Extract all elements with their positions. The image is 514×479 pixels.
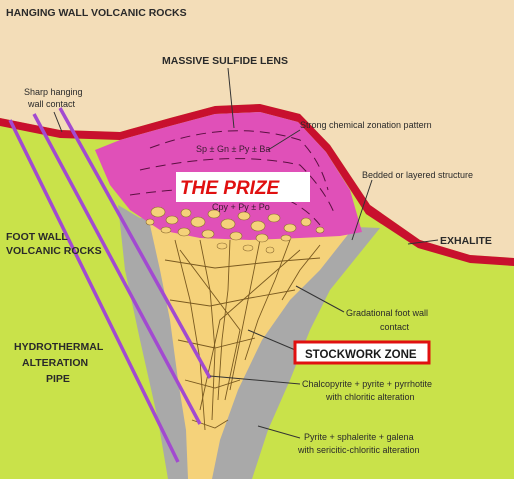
pyrite-label-1: Pyrite + sphalerite + galena bbox=[304, 432, 414, 442]
formula-upper: Sp ± Gn ± Py ± Ba bbox=[196, 144, 270, 154]
prize-box bbox=[176, 172, 310, 202]
exhalite-label: EXHALITE bbox=[440, 235, 492, 247]
alteration-label-2: ALTERATION bbox=[22, 357, 88, 369]
chalcopyrite-label-1: Chalcopyrite + pyrite + pyrrhotite bbox=[302, 379, 432, 389]
stockwork-label: STOCKWORK ZONE bbox=[305, 349, 417, 361]
rubble-clasts bbox=[145, 206, 325, 254]
foot-wall-label-1: FOOT WALL bbox=[6, 231, 68, 243]
hanging-wall-label: HANGING WALL VOLCANIC ROCKS bbox=[6, 7, 187, 19]
stockwork-box bbox=[293, 340, 431, 365]
overlay-lines bbox=[8, 107, 212, 463]
leader-lines bbox=[53, 67, 439, 439]
alteration-label-3: PIPE bbox=[46, 373, 70, 385]
pyrite-label-2: with sericitic-chloritic alteration bbox=[297, 445, 420, 455]
chalcopyrite-label-2: with chloritic alteration bbox=[325, 392, 415, 402]
zonation-lines bbox=[129, 130, 336, 226]
sharp-contact-label-1: Sharp hanging bbox=[24, 87, 83, 97]
alteration-label-1: HYDROTHERMAL bbox=[14, 341, 104, 353]
zonation-label: Strong chemical zonation pattern bbox=[300, 120, 432, 130]
gradational-label-2: contact bbox=[380, 322, 410, 332]
sharp-contact-label-2: wall contact bbox=[27, 99, 76, 109]
formula-lower: Cpy + Py ± Po bbox=[212, 202, 270, 212]
gradational-label-1: Gradational foot wall bbox=[346, 308, 428, 318]
prize-label: THE PRIZE bbox=[180, 178, 281, 199]
massive-sulfide-label: MASSIVE SULFIDE LENS bbox=[162, 55, 288, 67]
bedded-label: Bedded or layered structure bbox=[362, 170, 473, 180]
foot-wall-label-2: VOLCANIC ROCKS bbox=[6, 245, 102, 257]
exhalite-layer bbox=[0, 104, 514, 266]
